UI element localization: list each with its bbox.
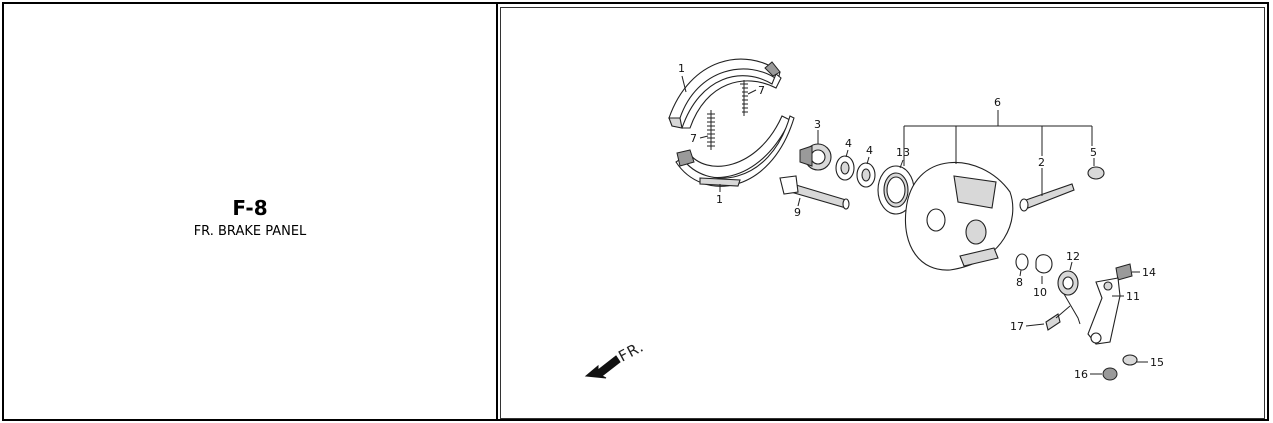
brake-shoe-upper[interactable] [668,58,782,129]
front-direction-label: FR. [615,337,647,365]
callout-16: 16 [1074,368,1088,381]
brake-panel[interactable] [904,162,1014,271]
callout-6: 6 [994,96,1001,109]
brake-arm[interactable] [1087,277,1121,345]
joint-pin[interactable] [1122,354,1138,366]
return-spring-upper[interactable] [740,80,748,116]
callout-1-upper: 1 [678,62,685,75]
arm-bolt[interactable] [1045,305,1071,331]
bushing[interactable] [1087,166,1105,180]
return-spring-lower[interactable] [707,110,715,150]
callout-14: 14 [1142,266,1156,279]
brake-shoe-lower[interactable] [675,115,795,187]
front-direction-arrow-icon [584,355,621,379]
callout-5: 5 [1090,146,1097,159]
leader-lines [681,75,1148,375]
callout-4-right: 4 [866,144,873,157]
brake-cam-shaft[interactable] [779,175,850,210]
washer-b[interactable] [856,162,876,188]
bolt-small[interactable] [1115,263,1133,281]
felt-seal[interactable] [1015,253,1029,271]
wear-indicator-gear[interactable] [799,143,832,171]
return-spring-arm[interactable] [1057,270,1081,325]
panel-divider [496,2,498,421]
washer-a[interactable] [835,155,855,181]
callout-2: 2 [1038,156,1045,169]
dust-seal[interactable] [877,165,915,215]
callout-13: 13 [896,146,910,159]
callout-10: 10 [1033,286,1047,299]
section-info-panel: F-8 FR. BRAKE PANEL [4,4,496,419]
callout-4-left: 4 [845,137,852,150]
section-title: FR. BRAKE PANEL [193,224,307,239]
callout-15: 15 [1150,356,1164,369]
callout-3: 3 [814,118,821,131]
callout-7-upper: 7 [758,84,765,97]
joint-nut[interactable] [1102,367,1118,381]
camshaft[interactable] [1019,183,1075,212]
callout-17: 17 [1010,320,1024,333]
wear-indicator-plate[interactable] [1035,254,1053,274]
diagram-frame [500,7,1265,419]
callout-12: 12 [1066,250,1080,263]
callout-8: 8 [1016,276,1023,289]
callout-7-lower: 7 [690,132,697,145]
section-code: F-8 [232,196,268,220]
callout-9: 9 [794,206,801,219]
callout-11: 11 [1126,290,1140,303]
callout-1-lower: 1 [716,193,723,206]
